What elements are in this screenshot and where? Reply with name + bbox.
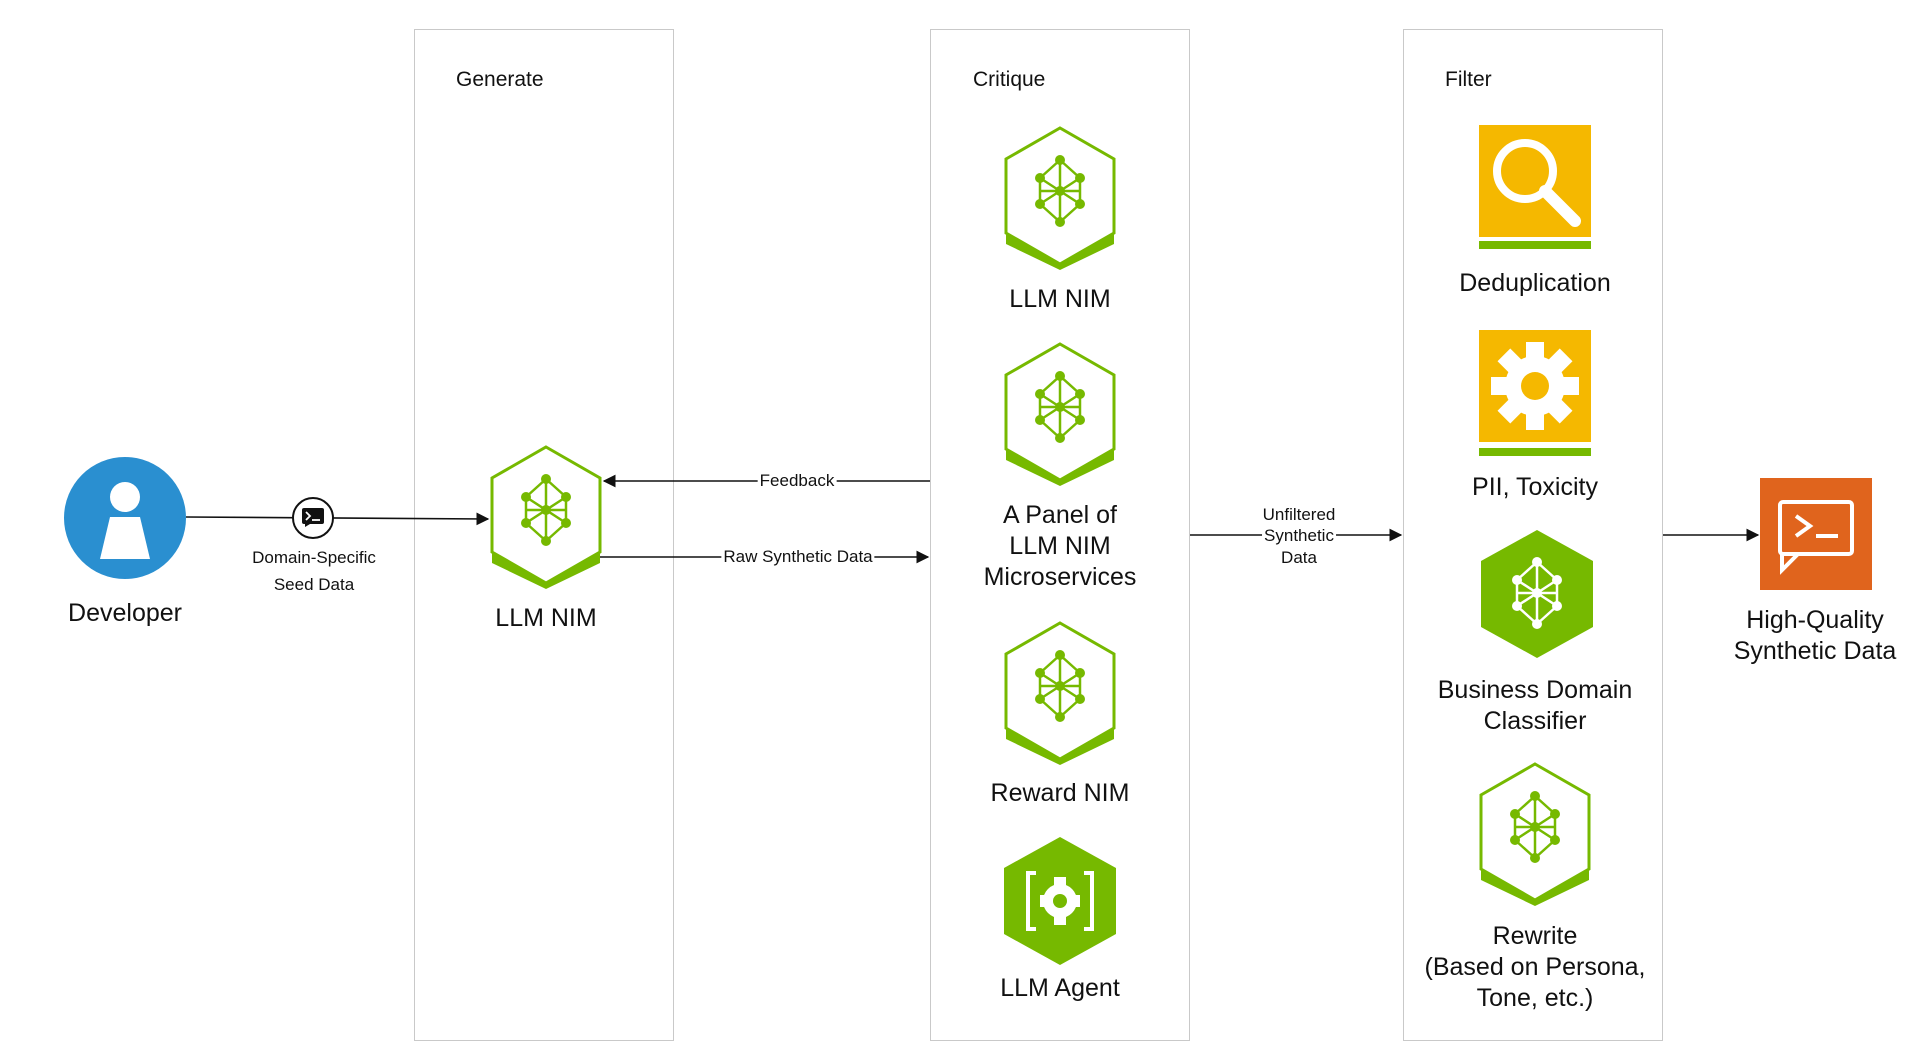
rewrite-label-2: (Based on Persona, — [1424, 953, 1646, 981]
pii-label: PII, Toxicity — [1472, 473, 1598, 501]
rewrite-nim-icon — [1477, 760, 1593, 906]
critique-llm-nim-label: LLM NIM — [1009, 285, 1111, 313]
output-terminal-icon — [1760, 478, 1872, 590]
user-icon — [64, 457, 186, 579]
generate-llm-nim-label: LLM NIM — [495, 604, 597, 632]
generate-title: Generate — [456, 68, 544, 91]
llm-nim-icon — [488, 443, 604, 589]
llm-agent-label: LLM Agent — [1000, 974, 1120, 1002]
seed-label-2: Seed Data — [271, 574, 357, 595]
unfiltered-label-1: Unfiltered — [1260, 504, 1338, 525]
classifier-icon — [1479, 528, 1595, 660]
unfiltered-label-3: Data — [1279, 547, 1319, 568]
developer-to-llm-arrow — [185, 512, 490, 526]
dedup-label: Deduplication — [1459, 269, 1611, 297]
developer-label: Developer — [68, 599, 182, 627]
critique-llm-nim-icon — [1002, 124, 1118, 270]
unfiltered-label-2: Synthetic — [1262, 525, 1336, 546]
rewrite-label-3: Tone, etc.) — [1476, 984, 1594, 1012]
panel-label-1: A Panel of — [1003, 501, 1117, 529]
gear-icon — [1479, 330, 1591, 456]
output-label-1: High-Quality — [1746, 606, 1884, 634]
terminal-icon — [291, 496, 335, 540]
classifier-label-2: Classifier — [1483, 707, 1587, 735]
seed-label-1: Domain-Specific — [250, 547, 378, 568]
magnifier-icon — [1479, 125, 1591, 249]
rewrite-label-1: Rewrite — [1492, 922, 1578, 950]
critique-title: Critique — [973, 68, 1046, 91]
panel-label-2: LLM NIM — [1009, 532, 1111, 560]
classifier-label-1: Business Domain — [1437, 676, 1633, 704]
panel-label-3: Microservices — [983, 563, 1137, 591]
feedback-label: Feedback — [757, 470, 837, 491]
reward-nim-icon — [1002, 619, 1118, 765]
panel-llm-nim-icon — [1002, 340, 1118, 486]
output-label-2: Synthetic Data — [1733, 637, 1897, 665]
filter-title: Filter — [1445, 68, 1492, 91]
raw-synthetic-label: Raw Synthetic Data — [721, 546, 875, 567]
agent-gear-icon — [1002, 835, 1118, 967]
reward-nim-label: Reward NIM — [990, 779, 1130, 807]
